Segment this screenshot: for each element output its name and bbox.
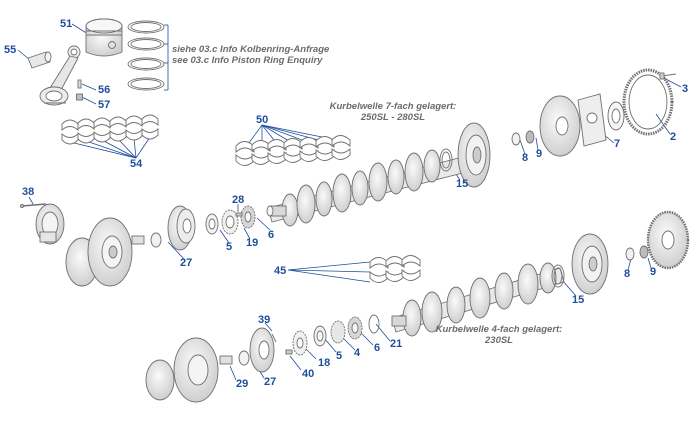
callout-54[interactable]: 54 bbox=[130, 158, 143, 170]
callout-18[interactable]: 18 bbox=[318, 357, 331, 369]
callout-9-top[interactable]: 9 bbox=[536, 148, 543, 160]
callout-51[interactable]: 51 bbox=[60, 18, 73, 30]
callout-56[interactable]: 56 bbox=[98, 84, 111, 96]
callout-57[interactable]: 57 bbox=[98, 99, 111, 111]
damper-pulley-4-drawing bbox=[145, 337, 219, 403]
callout-40[interactable]: 40 bbox=[302, 368, 315, 380]
sprocket-19-drawing bbox=[221, 209, 239, 235]
gear-6-lower-drawing bbox=[347, 316, 363, 340]
bearing-5-lower-drawing bbox=[313, 325, 327, 347]
flywheel-4-drawing bbox=[571, 233, 609, 295]
note-crank7-models: 250SL - 280SL bbox=[360, 112, 426, 123]
ring-21-drawing bbox=[368, 314, 380, 334]
callout-3[interactable]: 3 bbox=[682, 83, 689, 95]
callout-39[interactable]: 39 bbox=[258, 314, 271, 326]
callout-28[interactable]: 28 bbox=[232, 194, 245, 206]
main-bearings-7-drawing bbox=[235, 135, 351, 166]
conrod-bearings-drawing bbox=[61, 114, 159, 145]
note-piston-ring-de: siehe 03.c Info Kolbenring-Anfrage bbox=[172, 44, 330, 55]
note-crank4-title: Kurbelwelle 4-fach gelagert: bbox=[435, 324, 563, 335]
callout-38[interactable]: 38 bbox=[22, 186, 35, 198]
callout-4[interactable]: 4 bbox=[354, 347, 361, 359]
callout-50[interactable]: 50 bbox=[256, 114, 269, 126]
hub-drawing bbox=[35, 203, 65, 245]
small-washers-lower-drawing bbox=[625, 245, 649, 261]
gear-6-top-drawing bbox=[240, 205, 256, 229]
ring-gear-drawing bbox=[622, 68, 674, 136]
piston-drawing bbox=[85, 18, 123, 57]
connecting-rod-drawing bbox=[39, 45, 81, 106]
flexplate-drawing bbox=[539, 95, 581, 157]
bolt-29-drawing bbox=[219, 350, 250, 366]
callout-9-lower[interactable]: 9 bbox=[650, 266, 657, 278]
callout-2[interactable]: 2 bbox=[670, 131, 677, 143]
gasket-drawing bbox=[607, 101, 625, 131]
callout-5-top[interactable]: 5 bbox=[226, 241, 233, 253]
callout-6-top[interactable]: 6 bbox=[268, 229, 275, 241]
callout-29[interactable]: 29 bbox=[236, 378, 249, 390]
washer-39-drawing bbox=[271, 333, 277, 343]
damper-pulley-7-drawing bbox=[65, 217, 133, 287]
callout-27-top[interactable]: 27 bbox=[180, 257, 193, 269]
piston-pin-drawing bbox=[27, 51, 52, 69]
sprocket-4-drawing bbox=[330, 320, 346, 344]
note-piston-ring-en: see 03.c Info Piston Ring Enquiry bbox=[172, 55, 323, 66]
callout-8-lower[interactable]: 8 bbox=[624, 268, 631, 280]
key-28-drawing bbox=[235, 212, 243, 217]
main-bearings-4-drawing bbox=[369, 255, 421, 283]
callout-5-lower[interactable]: 5 bbox=[336, 350, 343, 362]
bolt-3-drawing bbox=[659, 72, 677, 80]
crankshaft-7-drawing bbox=[266, 149, 475, 227]
callout-15-top[interactable]: 15 bbox=[456, 178, 469, 190]
cover-plate-7-drawing bbox=[577, 93, 607, 147]
bearing-18-drawing bbox=[292, 330, 308, 356]
callout-45[interactable]: 45 bbox=[274, 265, 287, 277]
callout-15-lower[interactable]: 15 bbox=[572, 294, 585, 306]
callout-27-lower[interactable]: 27 bbox=[264, 376, 277, 388]
rod-bolt-drawing bbox=[76, 79, 83, 101]
bearing-5-top-drawing bbox=[205, 213, 219, 235]
note-crank4-models: 230SL bbox=[485, 335, 513, 346]
bolt-27-top-drawing bbox=[131, 232, 162, 248]
piston-rings-drawing bbox=[127, 20, 165, 91]
ring-gear-4-drawing bbox=[646, 210, 690, 270]
callout-7[interactable]: 7 bbox=[614, 138, 621, 150]
callout-6-lower[interactable]: 6 bbox=[374, 342, 381, 354]
callout-21[interactable]: 21 bbox=[390, 338, 403, 350]
seal-15-top-drawing bbox=[439, 148, 453, 172]
front-pulley-4-drawing bbox=[249, 327, 275, 373]
drawing-parts bbox=[20, 18, 690, 403]
spacer-40-drawing bbox=[285, 349, 293, 355]
flywheel-7-drawing bbox=[457, 122, 491, 188]
pin-38-drawing bbox=[20, 203, 47, 208]
front-pulley-7-drawing bbox=[167, 205, 196, 251]
callout-19[interactable]: 19 bbox=[246, 237, 259, 249]
note-crank7-title: Kurbelwelle 7-fach gelagert: bbox=[329, 101, 457, 112]
callout-8-top[interactable]: 8 bbox=[522, 152, 529, 164]
seal-15-lower-drawing bbox=[551, 264, 565, 288]
crankshaft-4-drawing bbox=[391, 262, 565, 337]
callout-55[interactable]: 55 bbox=[4, 44, 17, 56]
small-washers-top-drawing bbox=[511, 130, 535, 146]
